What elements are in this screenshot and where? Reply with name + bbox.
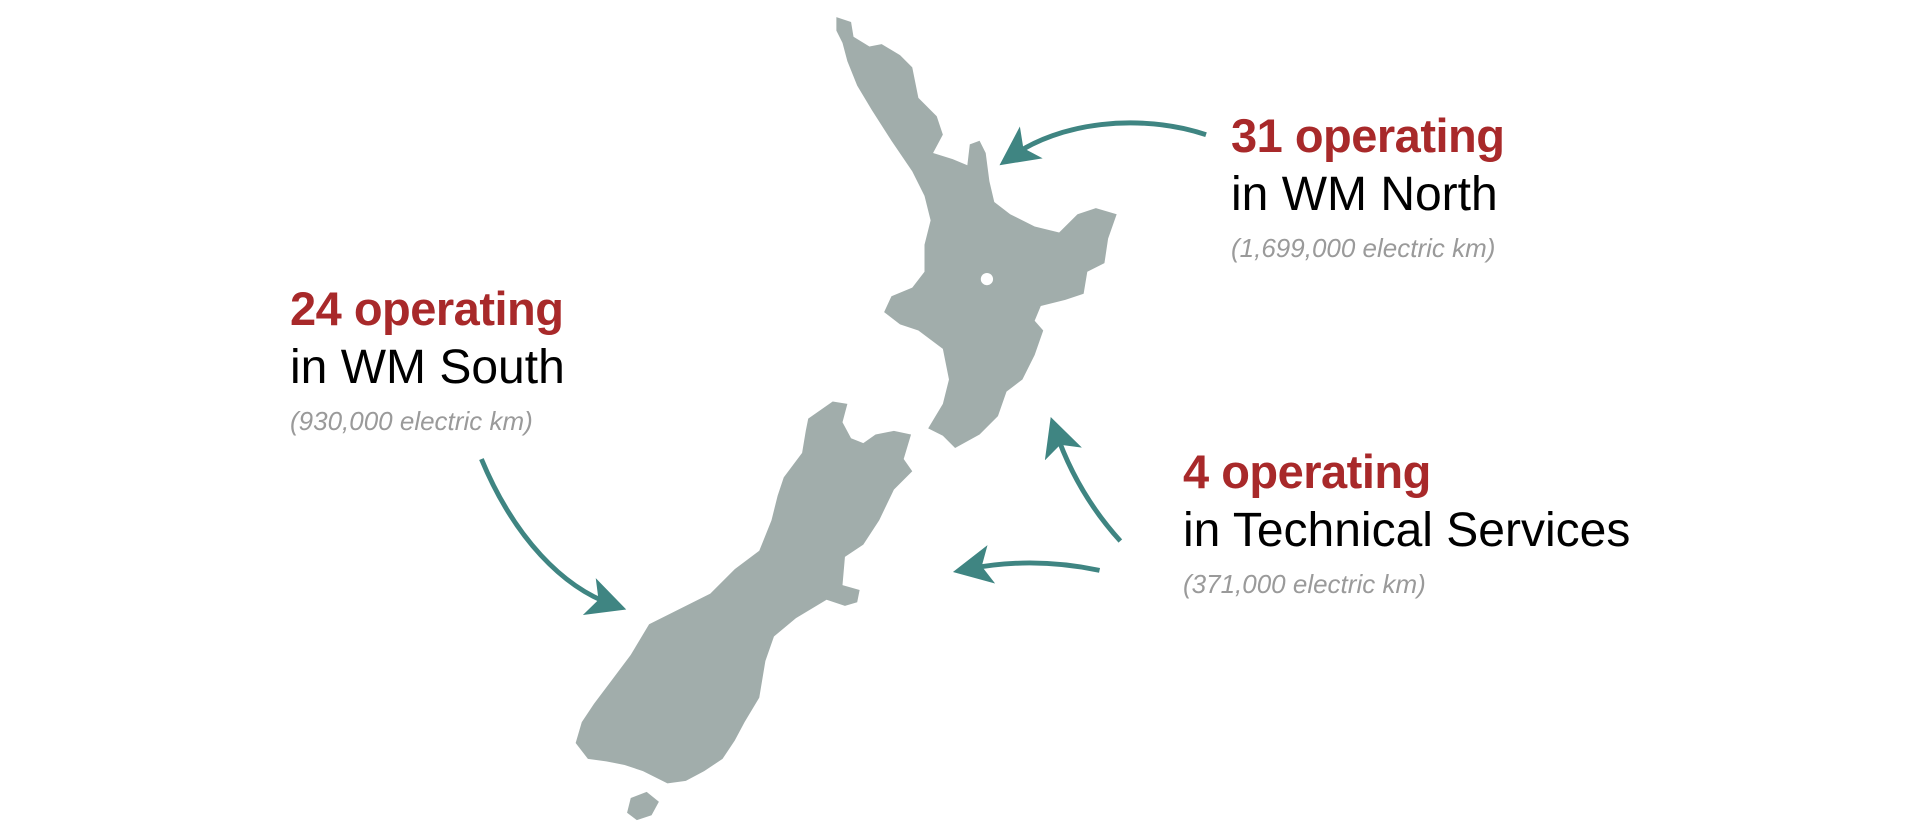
region-name: in WM South [290, 341, 565, 394]
region-name: in Technical Services [1183, 504, 1631, 557]
arrow-technical-south [952, 545, 1101, 584]
stewart-island [627, 791, 659, 821]
south-island [575, 401, 913, 784]
north-island [836, 17, 1117, 448]
wm-south-stats: 24 operating in WM South (930,000 electr… [290, 281, 565, 443]
arrow-north [999, 120, 1207, 166]
technical-services-stats: 4 operating in Technical Services (371,0… [1183, 444, 1630, 606]
electric-km: (930,000 electric km) [290, 406, 533, 436]
lake-taupo [980, 272, 994, 286]
electric-km: (371,000 electric km) [1183, 569, 1426, 599]
arrow-technical-north [1044, 416, 1123, 543]
operating-count: 4 operating [1183, 445, 1431, 498]
arrow-south [479, 458, 627, 616]
operating-count: 24 operating [290, 282, 564, 335]
operating-count: 31 operating [1231, 109, 1505, 162]
wm-north-stats: 31 operating in WM North (1,699,000 elec… [1231, 108, 1505, 270]
region-name: in WM North [1231, 168, 1498, 221]
electric-km: (1,699,000 electric km) [1231, 233, 1496, 263]
